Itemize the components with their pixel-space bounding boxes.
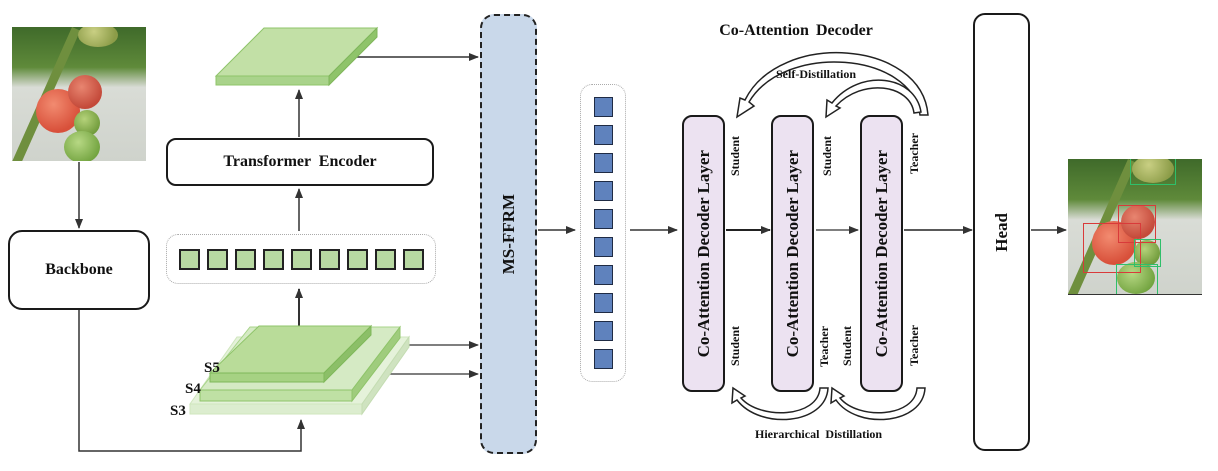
query-token bbox=[593, 321, 613, 341]
backbone-label: Backbone bbox=[45, 261, 113, 278]
tomato-green-2 bbox=[1117, 262, 1155, 294]
s4-label: S4 bbox=[185, 381, 201, 397]
token bbox=[206, 248, 228, 270]
token bbox=[290, 248, 312, 270]
tomato-top bbox=[1132, 159, 1174, 183]
input-image bbox=[12, 27, 146, 161]
query-token bbox=[593, 237, 613, 257]
decoder-title: Co-Attention Decoder bbox=[719, 22, 873, 39]
layer3-bottom-role: Teacher bbox=[907, 325, 921, 366]
decoder-layer-1: Co-Attention Decoder Layer bbox=[682, 115, 725, 392]
transformer-encoder-block: Transformer Encoder bbox=[166, 138, 434, 186]
decoder-layer-1-label: Co-Attention Decoder Layer bbox=[693, 149, 713, 358]
token bbox=[234, 248, 256, 270]
decoder-layer-3-label: Co-Attention Decoder Layer bbox=[871, 149, 891, 358]
token bbox=[178, 248, 200, 270]
self-distillation-arrow-inner bbox=[825, 79, 922, 119]
s3-label: S3 bbox=[170, 403, 186, 419]
layer2-top-role: Student bbox=[820, 136, 834, 177]
self-distillation-label: Self-Distillation bbox=[776, 67, 856, 81]
query-token bbox=[593, 97, 613, 117]
hierarchical-distillation-arrow-2 bbox=[830, 386, 926, 421]
query-token bbox=[593, 125, 613, 145]
query-token bbox=[593, 265, 613, 285]
bbox-red-large bbox=[1083, 223, 1141, 273]
hierarchical-distillation-arrow-1 bbox=[731, 386, 829, 421]
msffrm-label: MS-FFRM bbox=[498, 193, 518, 275]
bbox-green-bottom bbox=[1116, 264, 1158, 294]
head-label: Head bbox=[991, 212, 1011, 252]
transformer-encoder-label: Transformer Encoder bbox=[223, 153, 377, 170]
tomato-red-small bbox=[1121, 205, 1155, 239]
query-token bbox=[593, 349, 613, 369]
query-token bbox=[593, 209, 613, 229]
bbox-green-mid bbox=[1134, 239, 1161, 267]
tomato-green-2 bbox=[64, 131, 100, 161]
flattened-token-sequence bbox=[166, 234, 436, 284]
backbone-block: Backbone bbox=[8, 230, 150, 310]
decoder-layer-3: Co-Attention Decoder Layer bbox=[860, 115, 903, 392]
tomato-red-small bbox=[68, 75, 102, 109]
tomato-green-1 bbox=[1134, 240, 1160, 266]
token bbox=[374, 248, 396, 270]
msffrm-block: MS-FFRM bbox=[480, 14, 537, 454]
layer1-top-role: Student bbox=[728, 136, 742, 177]
layer2-bottom-role-teacher: Teacher bbox=[817, 326, 831, 367]
head-block: Head bbox=[973, 13, 1030, 451]
bbox-red-small bbox=[1118, 205, 1156, 243]
self-distillation-arrow-outer bbox=[735, 52, 929, 119]
output-image bbox=[1068, 159, 1202, 295]
decoder-layer-2: Co-Attention Decoder Layer bbox=[771, 115, 814, 392]
arrow-backbone-to-stack bbox=[78, 310, 305, 452]
query-token bbox=[593, 153, 613, 173]
layer1-bottom-role: Student bbox=[728, 326, 742, 367]
token bbox=[318, 248, 340, 270]
query-token-column bbox=[580, 84, 626, 382]
query-token bbox=[593, 293, 613, 313]
query-token bbox=[593, 181, 613, 201]
token bbox=[346, 248, 368, 270]
token bbox=[402, 248, 424, 270]
layer3-top-role: Teacher bbox=[907, 133, 921, 174]
s5-label: S5 bbox=[204, 360, 220, 376]
decoder-layer-2-label: Co-Attention Decoder Layer bbox=[782, 149, 802, 358]
tomato-top bbox=[78, 27, 118, 47]
layer2-bottom-role-student: Student bbox=[840, 326, 854, 367]
bbox-green-top bbox=[1130, 159, 1176, 185]
token bbox=[262, 248, 284, 270]
hierarchical-distillation-label: Hierarchical Distillation bbox=[755, 427, 883, 441]
